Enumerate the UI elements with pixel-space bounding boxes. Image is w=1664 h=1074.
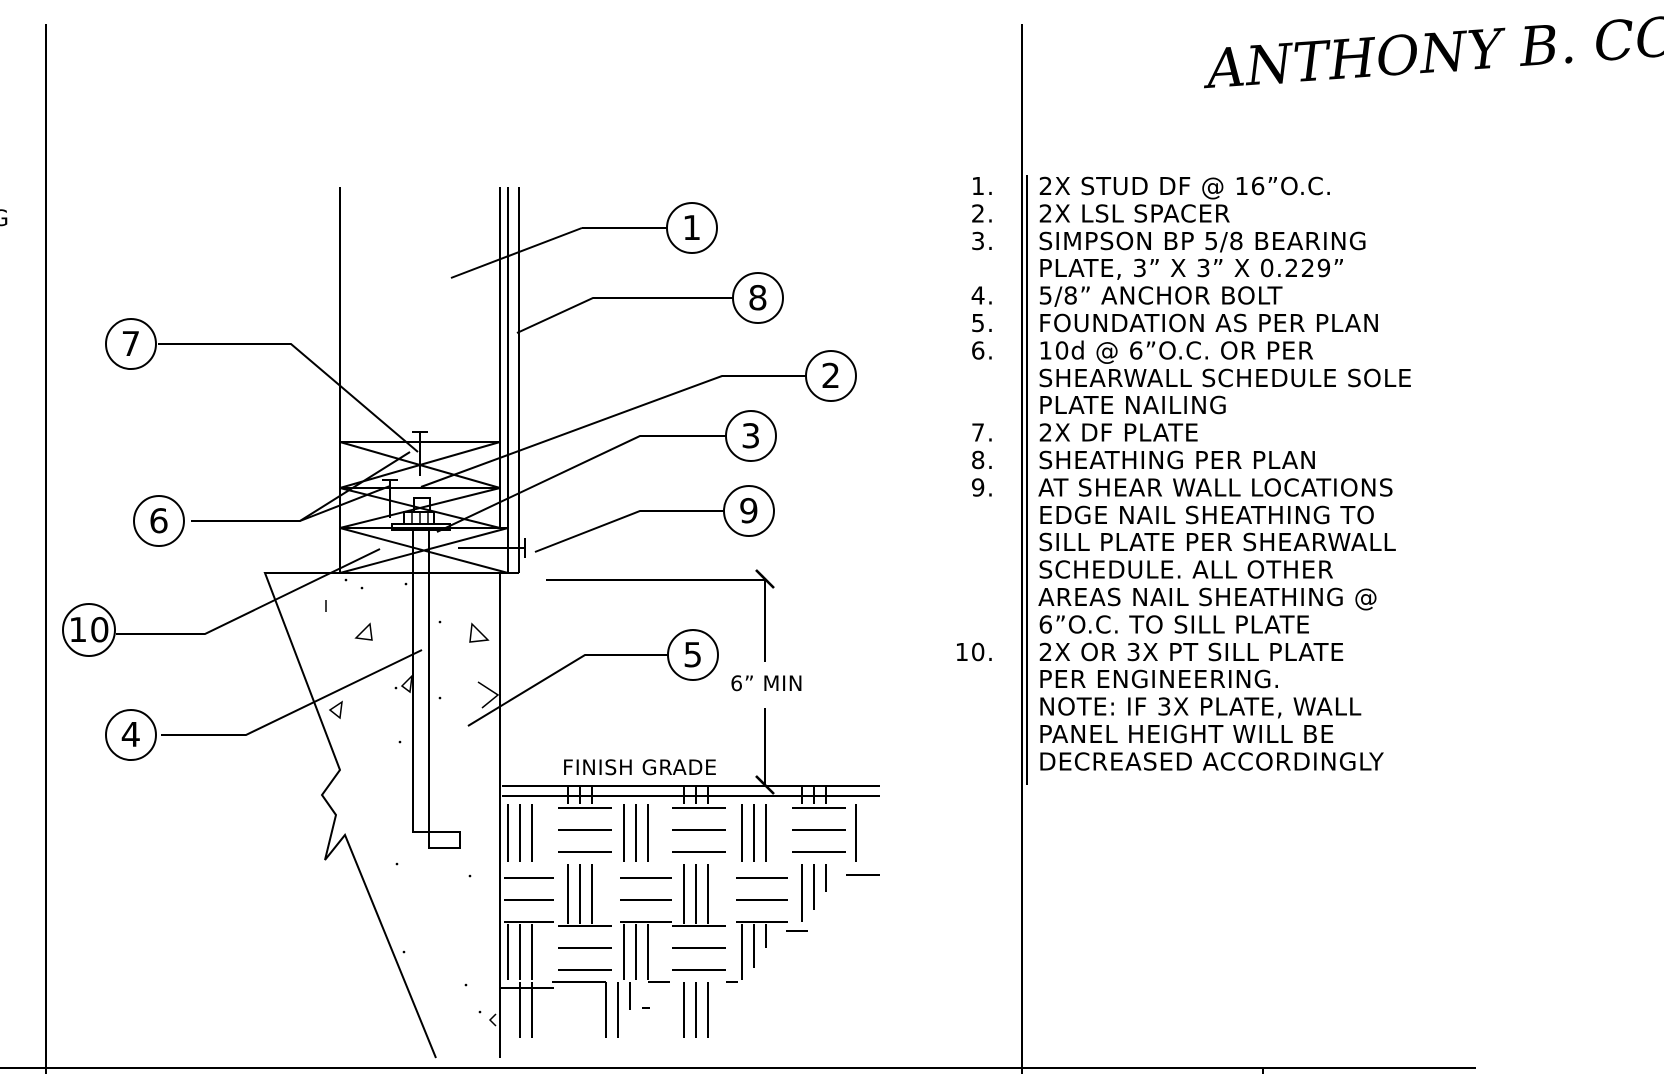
sheathing — [507, 187, 520, 574]
note-number: 10. — [954, 638, 995, 667]
foundation — [263, 572, 501, 1059]
finish-grade-label: FINISH GRADE — [562, 756, 718, 780]
bearing-plate — [391, 497, 451, 531]
note-number: 9. — [970, 473, 995, 502]
note-line: 5/8” ANCHOR BOLT — [1038, 282, 1284, 311]
note-line: DECREASED ACCORDINGLY — [1038, 747, 1385, 776]
note-line: 2X OR 3X PT SILL PLATE — [1038, 638, 1345, 667]
note-line: SIMPSON BP 5/8 BEARING — [1038, 227, 1368, 256]
note-number: 8. — [970, 446, 995, 475]
edge-text-fragment: G — [0, 207, 9, 232]
callout-5-number: 5 — [682, 636, 704, 676]
note-line: 2X DF PLATE — [1038, 419, 1200, 448]
callout-3: 3 — [725, 410, 777, 462]
note-line: 6”O.C. TO SILL PLATE — [1038, 610, 1311, 639]
callout-7: 7 — [105, 318, 157, 370]
concrete-stipple — [325, 578, 500, 1014]
note-number: 3. — [970, 227, 995, 256]
note-line: FOUNDATION AS PER PLAN — [1038, 309, 1381, 338]
wall-section-detail: 6” MIN FINISH GRADE 1 2 3 — [62, 187, 880, 1059]
min-dimension-label: 6” MIN — [730, 672, 804, 696]
callout-6: 6 — [133, 495, 185, 547]
note-number: 1. — [970, 172, 995, 201]
note-line: SCHEDULE. ALL OTHER — [1038, 556, 1335, 585]
anchor-bolt — [412, 530, 461, 849]
callout-10-number: 10 — [67, 611, 110, 651]
notes-legend: 1. 2X STUD DF @ 16”O.C. 2. 2X LSL SPACER 3. S… — [954, 172, 1413, 785]
note-line: AREAS NAIL SHEATHING @ — [1038, 583, 1379, 612]
note-line: SILL PLATE PER SHEARWALL — [1038, 528, 1397, 557]
note-line: 10d @ 6”O.C. OR PER — [1038, 336, 1315, 365]
nails — [382, 431, 526, 558]
note-number: 7. — [970, 419, 995, 448]
note-line: PER ENGINEERING. — [1038, 665, 1281, 694]
callout-8: 8 — [732, 272, 784, 324]
note-line: PANEL HEIGHT WILL BE — [1038, 720, 1335, 749]
note-line: 2X STUD DF @ 16”O.C. — [1038, 172, 1333, 201]
note-line: 2X LSL SPACER — [1038, 199, 1231, 228]
notes-list: 1. 2X STUD DF @ 16”O.C. 2. 2X LSL SPACER 3. S… — [954, 172, 1413, 776]
callout-5: 5 — [667, 629, 719, 681]
callout-2: 2 — [805, 350, 857, 402]
stud-wall — [339, 187, 583, 442]
callout-8-number: 8 — [747, 279, 769, 319]
note-line: SHEATHING PER PLAN — [1038, 446, 1318, 475]
note-line: SHEARWALL SCHEDULE SOLE — [1038, 364, 1413, 393]
note-number: 6. — [970, 336, 995, 365]
note-number: 5. — [970, 309, 995, 338]
engineer-signature: ANTHONY B. COLB — [1200, 0, 1664, 101]
note-number: 4. — [970, 282, 995, 311]
note-line: AT SHEAR WALL LOCATIONS — [1038, 473, 1395, 502]
callout-4-number: 4 — [120, 716, 142, 756]
note-line: EDGE NAIL SHEATHING TO — [1038, 501, 1376, 530]
callout-7-number: 7 — [120, 325, 142, 365]
callout-4: 4 — [105, 709, 157, 761]
callout-2-number: 2 — [820, 357, 842, 397]
callout-3-number: 3 — [740, 417, 762, 457]
plates — [339, 441, 509, 574]
callout-1-number: 1 — [681, 209, 703, 249]
note-line: PLATE, 3” X 3” X 0.229” — [1038, 254, 1346, 283]
note-number: 2. — [970, 199, 995, 228]
callout-10: 10 — [62, 603, 116, 657]
min-dimension — [546, 569, 775, 795]
callout-1: 1 — [666, 202, 718, 254]
callout-9-number: 9 — [738, 492, 760, 532]
note-line: NOTE: IF 3X PLATE, WALL — [1038, 693, 1362, 722]
soil-hatch — [488, 785, 880, 1038]
sheet-frame — [0, 24, 1476, 1074]
note-line: PLATE NAILING — [1038, 391, 1228, 420]
callout-6-number: 6 — [148, 502, 170, 542]
leader-lines — [116, 227, 806, 736]
callout-9: 9 — [723, 485, 775, 537]
